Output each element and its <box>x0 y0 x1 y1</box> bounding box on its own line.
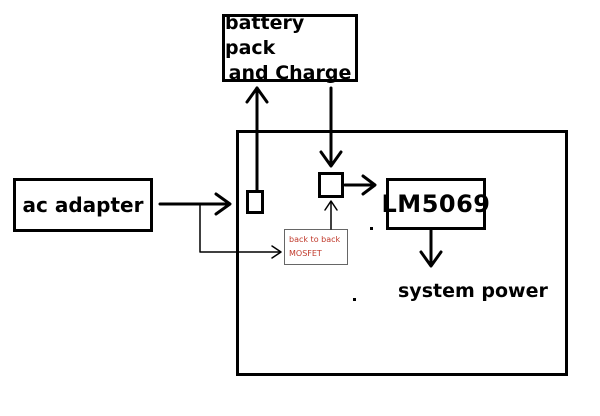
battery-pack-label-line2: and Charge <box>228 61 352 84</box>
system-enclosure-box <box>236 130 568 376</box>
mosfet-box: back to back MOSFET <box>284 229 348 265</box>
stray-dot <box>370 227 373 230</box>
switch-box-left <box>246 190 264 214</box>
switch-box-right <box>318 172 344 198</box>
mosfet-label-line1: back to back <box>289 235 341 244</box>
arrow-ac-to-mosfet <box>199 203 282 259</box>
battery-pack-label-line1: battery pack <box>225 11 305 59</box>
arrow-switch-to-battery <box>245 86 269 192</box>
lm5069-label: LM5069 <box>381 190 491 218</box>
stray-dot <box>353 298 356 301</box>
arrow-battery-to-switch <box>319 86 343 168</box>
arrow-mosfet-to-switch <box>324 200 338 230</box>
ac-adapter-box: ac adapter <box>13 178 153 232</box>
arrow-ac-to-switch <box>158 192 232 216</box>
battery-pack-box: battery pack and Charge <box>222 11 358 84</box>
arrow-lm5069-to-system-power <box>419 228 443 268</box>
system-power-label: system power <box>398 280 548 302</box>
ac-adapter-label: ac adapter <box>22 193 144 217</box>
arrow-switch-to-lm5069 <box>343 174 377 196</box>
mosfet-label-line2: MOSFET <box>289 249 322 258</box>
lm5069-box: LM5069 <box>382 178 490 230</box>
